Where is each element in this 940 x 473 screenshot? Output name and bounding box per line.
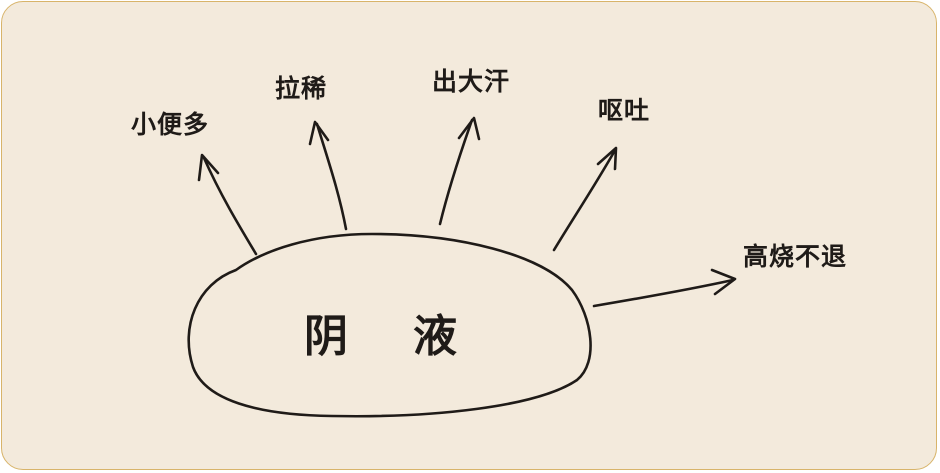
label-vomiting: 呕吐 [598, 96, 651, 125]
arrow-sweating [438, 116, 481, 226]
label-fever: 高烧不退 [743, 242, 848, 271]
label-urination: 小便多 [131, 110, 210, 139]
center-label-ye: 液 [413, 311, 459, 362]
arrow-urination [197, 153, 258, 256]
arrow-diarrhea [308, 120, 348, 231]
center-blob [187, 232, 592, 418]
center-label-yin: 阴 [304, 311, 350, 362]
arrow-vomiting [552, 146, 618, 252]
label-sweating: 出大汗 [432, 67, 511, 96]
arrow-fever [592, 268, 737, 308]
label-diarrhea: 拉稀 [275, 74, 328, 103]
